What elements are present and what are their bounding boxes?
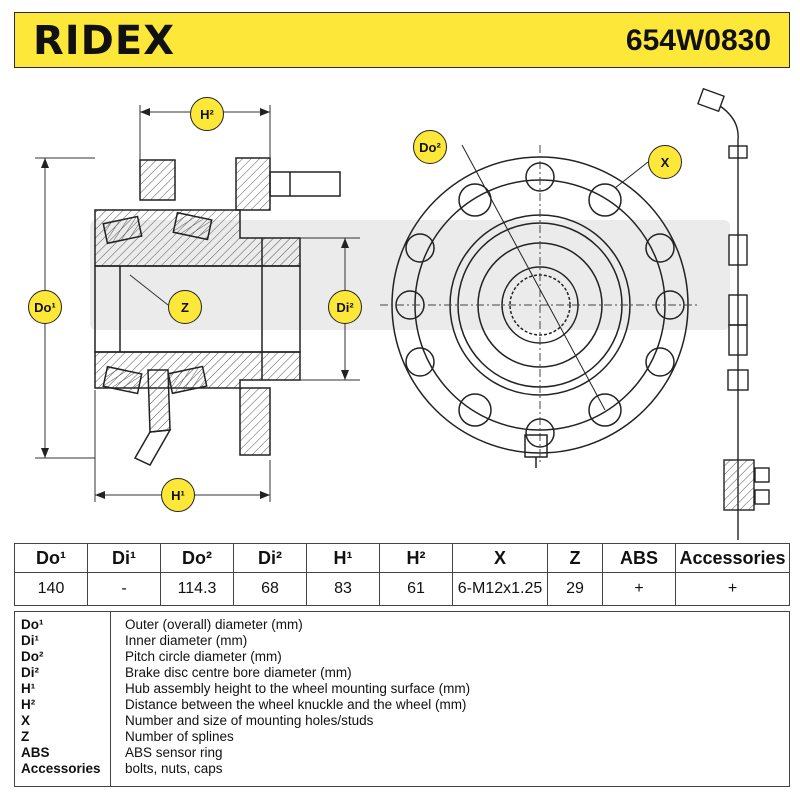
legend-item: Z Number of splines: [15, 729, 789, 745]
legend-item: H² Distance between the wheel knuckle an…: [15, 697, 789, 713]
abs-sensor-cable-icon: [697, 87, 770, 540]
value-z: 29: [547, 572, 603, 606]
legend-item: ABS ABS sensor ring: [15, 745, 789, 761]
wheel-hub-cross-section-icon: [35, 105, 360, 502]
value-do2: 114.3: [160, 572, 234, 606]
legend-key: ABS: [21, 745, 50, 760]
legend: Do¹ Outer (overall) diameter (mm) Di¹ In…: [14, 611, 790, 787]
value-x: 6-M12x1.25: [452, 572, 548, 606]
badge-z-label: Z: [181, 299, 189, 315]
legend-desc: Distance between the wheel knuckle and t…: [125, 697, 467, 712]
header-abs: ABS: [602, 543, 676, 573]
header-z: Z: [547, 543, 603, 573]
badge-x: X: [648, 145, 682, 179]
legend-key: X: [21, 713, 31, 728]
spec-table: Do¹ Di¹ Do² Di² H¹ H² X Z ABS Accessorie…: [14, 543, 790, 606]
header-do1: Do¹: [14, 543, 88, 573]
badge-z: Z: [168, 290, 202, 324]
badge-h1: H¹: [161, 478, 195, 512]
spec-header-row: Do¹ Di¹ Do² Di² H¹ H² X Z ABS Accessorie…: [14, 543, 790, 573]
legend-key: Di¹: [21, 633, 39, 648]
legend-desc: ABS sensor ring: [125, 745, 223, 760]
technical-drawing: H² H¹ Do¹ Di² Z Do² X: [0, 70, 800, 542]
spec-value-row: 140 - 114.3 68 83 61 6-M12x1.25 29 + +: [14, 572, 790, 606]
value-h2: 61: [379, 572, 453, 606]
legend-key: Do¹: [21, 617, 44, 632]
legend-divider: [110, 612, 111, 786]
legend-item: H¹ Hub assembly height to the wheel moun…: [15, 681, 789, 697]
legend-item: X Number and size of mounting holes/stud…: [15, 713, 789, 729]
legend-item: Do² Pitch circle diameter (mm): [15, 649, 789, 665]
badge-do2: Do²: [413, 130, 447, 164]
legend-key: H¹: [21, 681, 36, 696]
badge-di2-label: Di²: [336, 299, 354, 315]
badge-h2-label: H²: [200, 106, 214, 122]
header-accessories: Accessories: [675, 543, 790, 573]
header-x: X: [452, 543, 548, 573]
value-do1: 140: [14, 572, 88, 606]
legend-item: Accessories bolts, nuts, caps: [15, 761, 789, 777]
legend-desc: Number of splines: [125, 729, 234, 744]
value-di1: -: [87, 572, 161, 606]
badge-do1-label: Do¹: [34, 299, 56, 315]
badge-h1-label: H¹: [171, 487, 185, 503]
header-di1: Di¹: [87, 543, 161, 573]
value-accessories: +: [675, 572, 790, 606]
legend-desc: Pitch circle diameter (mm): [125, 649, 282, 664]
badge-do2-label: Do²: [419, 139, 441, 155]
wheel-hub-front-view-icon: [380, 144, 700, 468]
legend-desc: Hub assembly height to the wheel mountin…: [125, 681, 471, 696]
badge-di2: Di²: [328, 290, 362, 324]
legend-desc: bolts, nuts, caps: [125, 761, 223, 776]
header-h2: H²: [379, 543, 453, 573]
badge-do1: Do¹: [28, 290, 62, 324]
header-di2: Di²: [233, 543, 307, 573]
header-h1: H¹: [306, 543, 380, 573]
badge-x-label: X: [660, 154, 670, 170]
legend-desc: Brake disc centre bore diameter (mm): [125, 665, 352, 680]
legend-key: Z: [21, 729, 30, 744]
legend-key: H²: [21, 697, 36, 712]
legend-desc: Number and size of mounting holes/studs: [125, 713, 374, 728]
header-do2: Do²: [160, 543, 234, 573]
badge-h2: H²: [190, 97, 224, 131]
brand-logo: RIDEX: [33, 18, 176, 64]
legend-key: Do²: [21, 649, 44, 664]
legend-desc: Outer (overall) diameter (mm): [125, 617, 303, 632]
legend-key: Di²: [21, 665, 39, 680]
value-h1: 83: [306, 572, 380, 606]
legend-desc: Inner diameter (mm): [125, 633, 248, 648]
value-di2: 68: [233, 572, 307, 606]
legend-item: Di² Brake disc centre bore diameter (mm): [15, 665, 789, 681]
value-abs: +: [602, 572, 676, 606]
legend-item: Di¹ Inner diameter (mm): [15, 633, 789, 649]
header-band: RIDEX 654W0830: [14, 12, 790, 68]
part-number: 654W0830: [625, 24, 771, 57]
legend-item: Do¹ Outer (overall) diameter (mm): [15, 617, 789, 633]
legend-key: Accessories: [21, 761, 101, 776]
